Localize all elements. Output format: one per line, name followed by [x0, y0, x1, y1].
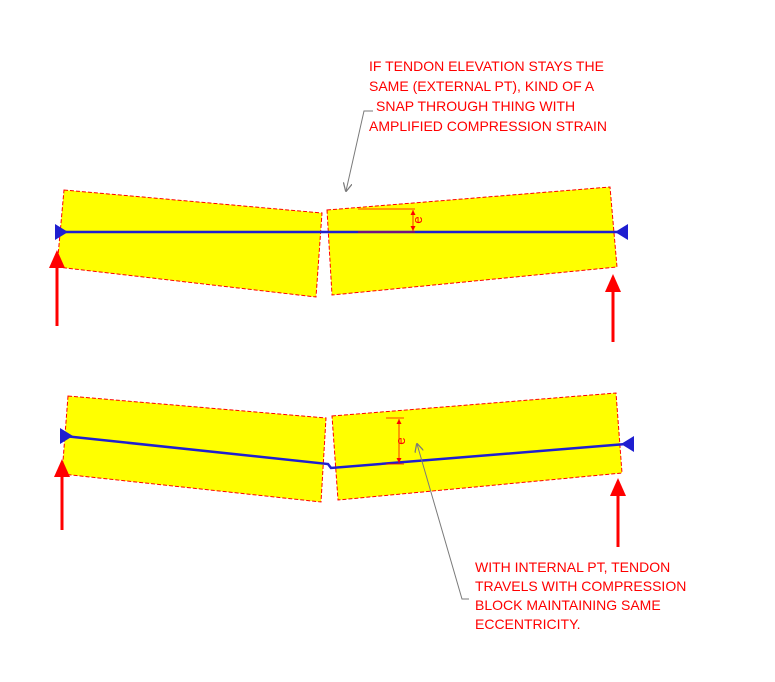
eccentricity-label: e: [410, 216, 425, 223]
external-pt-note-line-3: SNAP THROUGH THING WITH: [376, 98, 575, 114]
right-beam-block-top: [326, 186, 618, 296]
external-pt-note-line-2: SAME (EXTERNAL PT), KIND OF A: [369, 78, 595, 94]
internal-pt-note: WITH INTERNAL PT, TENDON TRAVELS WITH CO…: [475, 559, 686, 632]
left-beam-block-top: [56, 189, 323, 298]
internal-pt-note-line-4: ECCENTRICITY.: [475, 616, 581, 632]
right-reaction-arrow-top: [605, 274, 621, 342]
eccentricity-dimension-bottom: e: [386, 417, 408, 465]
draped-tendon: [63, 434, 627, 470]
right-anchor-icon: [615, 224, 628, 240]
external-pt-note-line-1: IF TENDON ELEVATION STAYS THE: [369, 58, 604, 74]
eccentricity-label-bottom: e: [393, 437, 408, 444]
left-anchor-icon: [55, 224, 68, 240]
internal-pt-figure: e: [54, 392, 634, 600]
external-pt-leader: [346, 110, 373, 191]
left-reaction-arrow-top: [49, 250, 65, 326]
internal-pt-leader: [417, 444, 469, 600]
external-pt-figure: e: [49, 110, 628, 342]
internal-pt-note-line-3: BLOCK MAINTAINING SAME: [475, 597, 661, 613]
internal-pt-note-line-2: TRAVELS WITH COMPRESSION: [475, 578, 686, 594]
right-reaction-arrow-bottom: [610, 478, 626, 547]
internal-pt-note-line-1: WITH INTERNAL PT, TENDON: [475, 559, 670, 575]
external-pt-note: IF TENDON ELEVATION STAYS THE SAME (EXTE…: [369, 58, 607, 134]
external-pt-note-line-4: AMPLIFIED COMPRESSION STRAIN: [369, 118, 607, 134]
right-beam-block-bottom: [331, 392, 623, 501]
right-anchor-icon-bottom: [621, 436, 634, 452]
eccentricity-dimension-top: e: [358, 208, 425, 233]
left-reaction-arrow-bottom: [54, 459, 70, 530]
left-anchor-icon-bottom: [60, 428, 73, 444]
